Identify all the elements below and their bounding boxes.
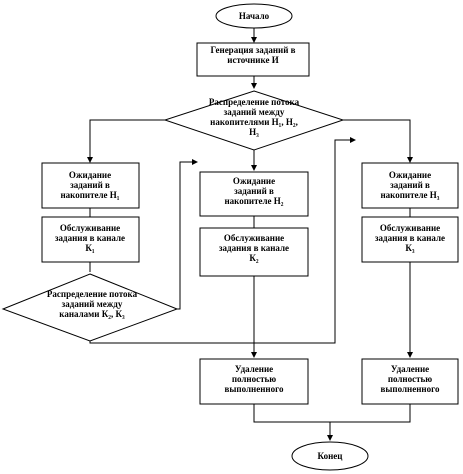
label-line: выполненного: [381, 384, 440, 394]
label-line: Удаление: [235, 364, 273, 374]
label-line: Обслуживание: [60, 223, 120, 233]
label-line: полностью: [232, 374, 276, 384]
label-line: задания в канале: [219, 243, 289, 253]
label-line: задания в канале: [55, 233, 125, 243]
label-line: Распределение потока: [209, 97, 300, 107]
label-line: накопителе Н₁: [60, 190, 119, 200]
label-line: Ожидание: [389, 170, 431, 180]
end-label: Конец: [318, 451, 344, 461]
label-line: полностью: [388, 374, 432, 384]
label-line: каналами К₂, К₃: [59, 309, 125, 319]
start-terminal: Начало: [215, 3, 293, 29]
label-line: выполненного: [225, 384, 284, 394]
connectors: [87, 28, 413, 441]
label-line: Ожидание: [233, 176, 275, 186]
label-line: Н₃: [249, 127, 259, 137]
label-line: накопителе Н₂: [224, 196, 283, 206]
label-line: Обслуживание: [380, 223, 440, 233]
label-line: заданий между: [62, 299, 123, 309]
label-line: Генерация заданий в: [210, 45, 295, 55]
label-line: Распределение потока: [47, 289, 138, 299]
label-line: К₃: [405, 243, 415, 253]
label-line: К₁: [85, 243, 95, 253]
label-line: накопителями Н₁, Н₂,: [210, 117, 298, 127]
label-line: заданий в: [234, 186, 274, 196]
label-line: заданий в: [390, 180, 430, 190]
label-line: накопителе Н₃: [380, 190, 439, 200]
label-line: Обслуживание: [224, 233, 284, 243]
label-line: Удаление: [391, 364, 429, 374]
label-line: заданий между: [224, 107, 285, 117]
end-terminal: Конец: [291, 441, 369, 471]
label-line: источнике И: [227, 55, 278, 65]
start-label: Начало: [239, 11, 270, 21]
label-line: задания в канале: [375, 233, 445, 243]
label-line: Ожидание: [69, 170, 111, 180]
label-line: К₂: [249, 253, 259, 263]
label-line: заданий в: [70, 180, 110, 190]
